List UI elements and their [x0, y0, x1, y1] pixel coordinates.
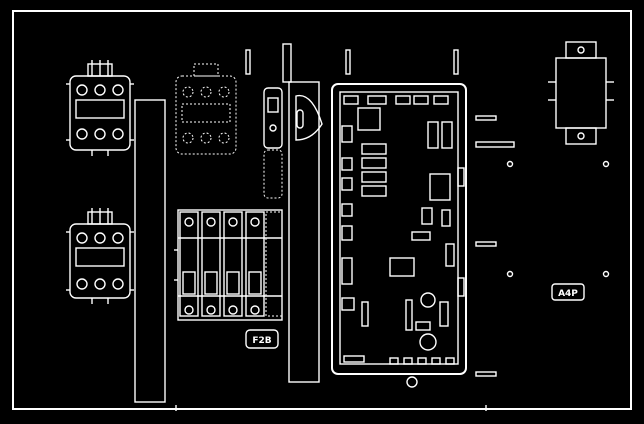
transformer — [548, 41, 614, 145]
fuse-block — [174, 209, 283, 321]
wire-duct-center — [282, 43, 323, 383]
fuse-label-box: F2B — [245, 329, 279, 349]
panel-frame — [12, 10, 632, 410]
fuse-label: F2B — [252, 336, 271, 346]
optional-contactor-dashed — [175, 63, 237, 155]
contactor-top — [66, 60, 134, 156]
standoffs-right — [475, 115, 610, 377]
standoff-screws-top — [245, 49, 459, 75]
relay-module — [263, 87, 283, 199]
transformer-label-box: A4P — [551, 283, 585, 301]
main-control-board — [331, 83, 467, 388]
contactor-bottom — [66, 208, 134, 304]
transformer-label: A4P — [558, 289, 578, 299]
wire-duct-left — [134, 99, 166, 403]
